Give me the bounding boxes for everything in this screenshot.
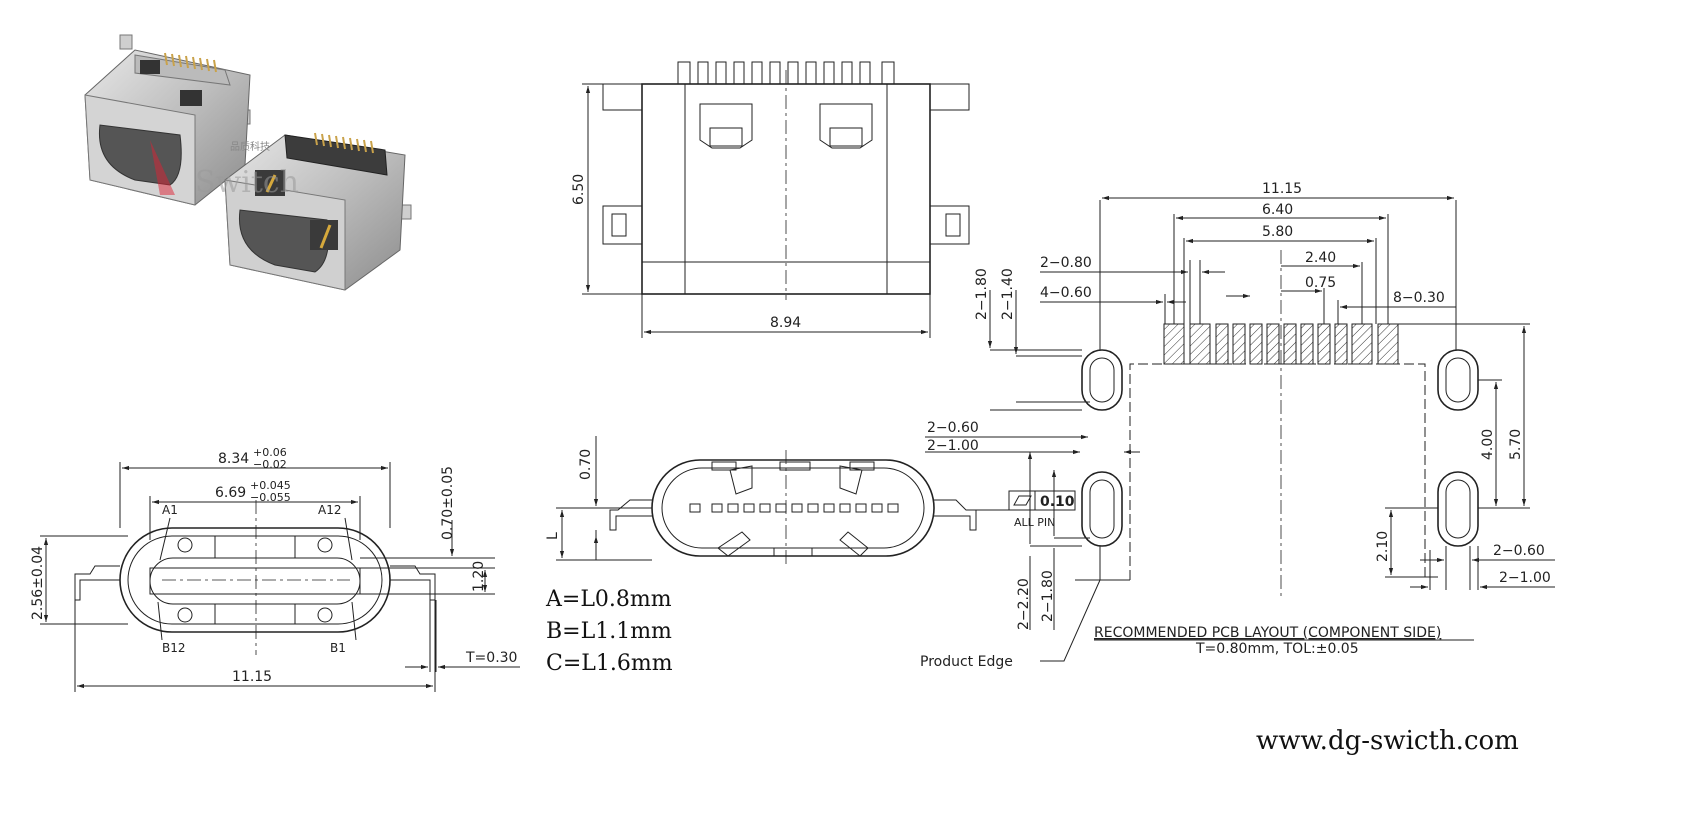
pcb-v2-180b: 2−1.80 (1040, 570, 1056, 622)
product-photo: 品质科技 Switch (84, 34, 412, 291)
pcb-h2-060: 2−0.60 (927, 420, 979, 436)
pcb-4-060: 4−0.60 (1040, 285, 1092, 301)
side-length-label: L (545, 532, 561, 540)
svg-text:+0.045: +0.045 (250, 479, 291, 492)
watermark-cn: 品质科技 (230, 140, 270, 153)
front-thickness: T=0.30 (465, 650, 517, 666)
svg-text:+0.06: +0.06 (253, 446, 287, 459)
pcb-d075: 0.75 (1305, 275, 1336, 291)
flatness-value: 0.10 (1040, 494, 1075, 510)
pcb-d570: 5.70 (1508, 429, 1524, 460)
front-tongue-label: 1.20 (471, 561, 487, 592)
front-tongue-offset: 0.70±0.05 (440, 466, 456, 540)
pcb-d580: 5.80 (1262, 224, 1293, 240)
front-view: 8.34 +0.06 −0.02 6.69 +0.045 −0.055 A1 A… (30, 446, 520, 692)
flatness-note: ALL PIN (1014, 516, 1055, 529)
pcb-d210: 2.10 (1375, 531, 1391, 562)
length-legend: A=L0.8mm B=L1.1mm C=L1.6mm (545, 587, 673, 676)
front-width-outer: 8.34 (218, 451, 249, 467)
watermark-logo: Switch (195, 165, 299, 200)
svg-text:−0.02: −0.02 (253, 458, 287, 471)
pin-label-a12: A12 (318, 503, 341, 517)
pcb-8-030: 8−0.30 (1393, 290, 1445, 306)
front-overall: 11.15 (232, 669, 272, 685)
pcb-r2-100: 2−1.00 (1499, 570, 1551, 586)
pcb-v2-140: 2−1.40 (1000, 268, 1016, 320)
side-view: 0.70 L (545, 436, 977, 566)
svg-text:−0.055: −0.055 (250, 491, 291, 504)
side-height-label: 0.70 (578, 449, 594, 480)
top-view: 6.50 8.94 (571, 61, 970, 338)
legend-a: A=L0.8mm (545, 587, 672, 612)
pcb-d400: 4.00 (1480, 429, 1496, 460)
pcb-layout-subtitle: T=0.80mm, TOL:±0.05 (1195, 641, 1359, 657)
pin-label-a1: A1 (162, 503, 178, 517)
legend-b: B=L1.1mm (546, 619, 672, 644)
legend-c: C=L1.6mm (546, 651, 673, 676)
pcb-layout-title: RECOMMENDED PCB LAYOUT (COMPONENT SIDE) (1094, 625, 1441, 641)
front-width-inner: 6.69 (215, 485, 246, 501)
pcb-v2-220: 2−2.20 (1016, 578, 1032, 630)
pcb-h2-100: 2−1.00 (927, 438, 979, 454)
website-url[interactable]: www.dg-swicth.com (1256, 726, 1519, 756)
product-edge-label: Product Edge (920, 654, 1013, 670)
pcb-2-080: 2−0.80 (1040, 255, 1092, 271)
pcb-layout: 11.15 6.40 5.80 2.40 0.75 2−0.80 4−0.60 (920, 181, 1555, 670)
flatness-callout: 0.10 ALL PIN (976, 490, 1076, 529)
pcb-r2-060: 2−0.60 (1493, 543, 1545, 559)
pin-label-b12: B12 (162, 641, 186, 655)
front-height-label: 2.56±0.04 (30, 546, 46, 620)
pin-label-b1: B1 (330, 641, 346, 655)
pcb-d240: 2.40 (1305, 250, 1336, 266)
pcb-v2-180: 2−1.80 (974, 268, 990, 320)
pcb-overall: 11.15 (1262, 181, 1302, 197)
top-width-label: 8.94 (770, 315, 801, 331)
top-height-label: 6.50 (571, 174, 587, 205)
pcb-d640: 6.40 (1262, 202, 1293, 218)
